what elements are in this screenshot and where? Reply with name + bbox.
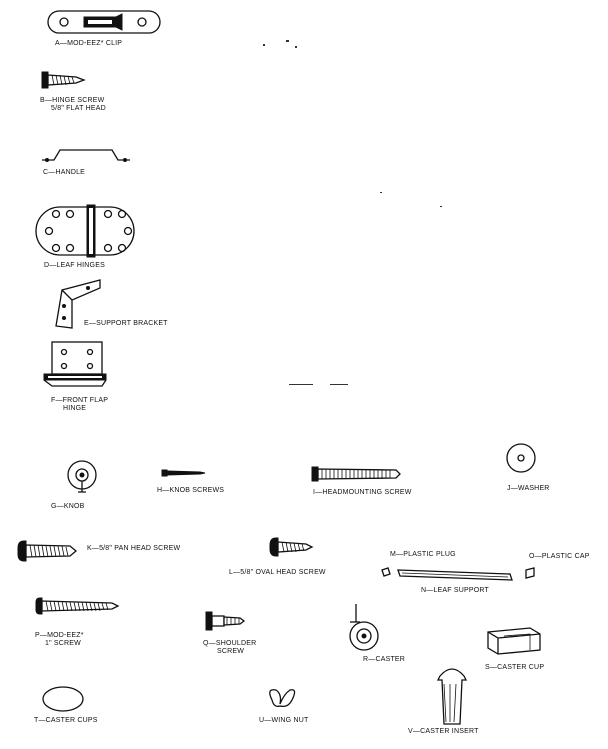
scan-speck — [263, 44, 265, 46]
caster-illustration — [349, 604, 379, 651]
scan-speck — [380, 192, 382, 193]
part-label-l: L—5/8" OVAL HEAD SCREW — [229, 569, 326, 576]
part-label-k: K—5/8" PAN HEAD SCREW — [87, 545, 181, 552]
part-label-o: O—PLASTIC CAP — [529, 553, 590, 560]
part-label-b: B—HINGE SCREW 5/8" FLAT HEAD — [40, 97, 106, 113]
headmounting-screw-illustration — [311, 466, 401, 482]
scan-speck — [440, 206, 442, 207]
part-label-p-line2: 1" SCREW — [45, 640, 81, 647]
part-label-g: G—KNOB — [51, 503, 85, 510]
mod-eez-clip-illustration — [47, 10, 161, 34]
scan-speck — [289, 384, 313, 385]
mod-eez-screw-illustration — [35, 597, 120, 615]
pan-head-screw-illustration — [17, 540, 78, 562]
washer-illustration — [506, 443, 536, 473]
leaf-hinges-illustration — [35, 204, 135, 258]
part-label-q-line2: SCREW — [217, 648, 245, 655]
leaf-support-illustration — [397, 569, 513, 581]
plastic-plug-illustration — [381, 567, 391, 577]
part-label-q: Q—SHOULDER SCREW — [203, 640, 256, 656]
part-label-f-line1: F—FRONT FLAP — [51, 397, 109, 404]
scan-speck — [330, 384, 348, 385]
knob-screws-illustration — [161, 469, 206, 477]
part-label-a: A—MOD-EEZ* CLIP — [55, 40, 123, 47]
part-label-v: V—CASTER INSERT — [408, 728, 479, 735]
part-label-j: J—WASHER — [507, 485, 550, 492]
part-label-n: N—LEAF SUPPORT — [421, 587, 490, 594]
oval-head-screw-illustration — [269, 537, 314, 557]
scan-speck — [295, 46, 297, 48]
part-label-d: D—LEAF HINGES — [44, 262, 105, 269]
part-label-s: S—CASTER CUP — [485, 664, 545, 671]
part-label-f-line2: HINGE — [63, 405, 87, 412]
plastic-cap-illustration — [525, 567, 535, 579]
part-label-h: H—KNOB SCREWS — [157, 487, 225, 494]
caster-insert-illustration — [436, 668, 468, 725]
part-label-q-line1: Q—SHOULDER — [203, 640, 257, 647]
part-label-b-line1: B—HINGE SCREW — [40, 97, 105, 104]
part-label-p: P—MOD-EEZ* 1" SCREW — [35, 632, 84, 648]
caster-cup-illustration — [487, 627, 541, 655]
front-flap-hinge-illustration — [43, 341, 107, 387]
wing-nut-illustration — [269, 689, 296, 708]
caster-cups-illustration — [42, 686, 84, 712]
part-label-e: E—SUPPORT BRACKET — [84, 320, 168, 327]
handle-illustration — [42, 149, 130, 162]
part-label-r: R—CASTER — [363, 656, 406, 663]
part-label-b-line2: 5/8" FLAT HEAD — [51, 105, 106, 112]
part-label-f: F—FRONT FLAP HINGE — [51, 397, 108, 413]
part-label-i: I—HEADMOUNTING SCREW — [313, 489, 412, 496]
shoulder-screw-illustration — [205, 611, 246, 631]
part-label-p-line1: P—MOD-EEZ* — [35, 632, 84, 639]
support-bracket-illustration — [55, 279, 101, 329]
hinge-screw-illustration — [41, 71, 86, 89]
part-label-u: U—WING NUT — [259, 717, 309, 724]
scan-speck — [286, 40, 289, 42]
knob-illustration — [67, 460, 97, 493]
part-label-c: C—HANDLE — [43, 169, 86, 176]
part-label-m: M—PLASTIC PLUG — [390, 551, 456, 558]
part-label-t: T—CASTER CUPS — [34, 717, 98, 724]
